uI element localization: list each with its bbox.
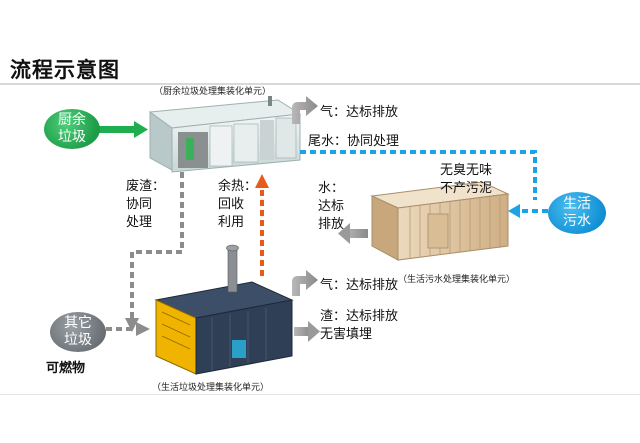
other-waste-bubble: 其它 垃圾 <box>50 312 106 352</box>
gas-bottom-label: 气：达标排放 <box>320 278 399 293</box>
waste-residue-arrow <box>125 162 184 332</box>
green-arrow <box>98 121 148 138</box>
slag-label: 渣：达标排放 无害填埋 <box>320 309 399 342</box>
domestic-waste-container <box>154 244 294 375</box>
waste-heat-label: 余热： 回收 利用 <box>218 179 258 230</box>
kitchen-waste-container <box>148 96 302 173</box>
page-title: 流程示意图 <box>10 58 120 82</box>
title-divider <box>0 83 640 85</box>
sewage-bubble: 生活 污水 <box>548 192 606 234</box>
bottom-divider <box>0 394 640 395</box>
waste-residue-label: 废渣： 协同 处理 <box>126 179 166 230</box>
slag-outlet-arrow <box>294 321 320 342</box>
kitchen-unit-caption: （厨余垃圾处理集装化单元） <box>154 87 272 97</box>
kitchen-waste-bubble: 厨余 垃圾 <box>44 109 100 149</box>
tail-water-arrow <box>300 150 537 200</box>
kitchen-waste-label: 厨余 垃圾 <box>58 112 86 145</box>
water-label: 水： 达标 排放 <box>318 181 345 232</box>
tail-water-label: 尾水：协同处理 <box>308 134 400 149</box>
gas-top-label: 气：达标排放 <box>320 105 399 120</box>
other-waste-arrow <box>106 322 150 336</box>
other-waste-label: 其它 垃圾 <box>64 315 92 348</box>
gas-top-arrow <box>292 96 318 124</box>
sewage-unit-caption: （生活污水处理集装化单元） <box>398 275 516 285</box>
sewage-container <box>370 181 510 261</box>
combustible-label: 可燃物 <box>46 361 86 376</box>
sewage-label: 生活 污水 <box>563 196 591 229</box>
no-odor-label: 无臭无味 不产污泥 <box>440 163 493 196</box>
gas-bottom-arrow <box>292 270 318 296</box>
sewage-inflow-arrow <box>508 204 548 218</box>
water-outlet-arrow <box>338 223 368 244</box>
domestic-unit-caption: （生活垃圾处理集装化单元） <box>152 383 270 393</box>
waste-heat-arrow <box>255 174 269 276</box>
